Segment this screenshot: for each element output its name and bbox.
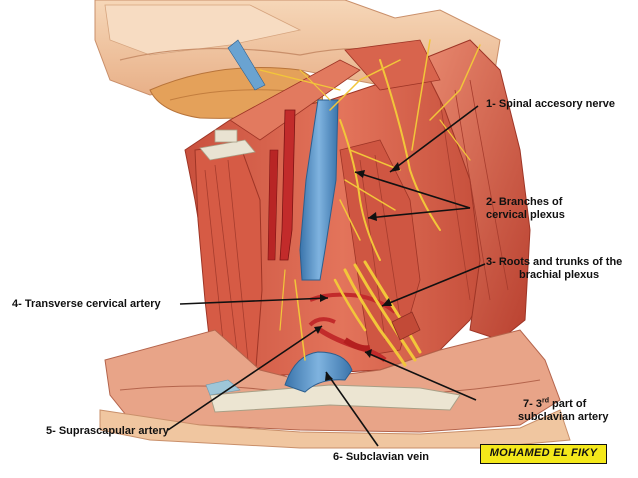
label-cervical-plexus-line2: cervical plexus (486, 209, 565, 221)
label-subclavian-artery-line1: 7- 3rd part of (523, 397, 587, 411)
neck-musculature (184, 39, 531, 391)
hyoid-bone (199, 129, 256, 161)
cut-muscle-stub (391, 311, 421, 341)
label-subclavian-artery-line2: subclavian artery (518, 411, 609, 423)
label-suprascapular-artery: 5- Suprascapular artery (46, 425, 169, 437)
label-transverse-cervical-artery: 4- Transverse cervical artery (12, 298, 161, 310)
label-7-rest: part of (548, 398, 587, 410)
label-brachial-plexus-line1: 3- Roots and trunks of the (486, 256, 623, 268)
label-subclavian-vein: 6- Subclavian vein (333, 451, 429, 463)
nerves (259, 39, 481, 367)
subclavian-vein-shape (284, 351, 353, 393)
author-badge: MOHAMED EL FIKY (480, 444, 607, 464)
internal-jugular-vein (227, 39, 339, 281)
label-spinal-accessory-nerve: 1- Spinal accesory nerve (486, 98, 616, 110)
label-brachial-plexus-line2: brachial plexus (519, 269, 600, 281)
label-7-superscript: rd (541, 397, 549, 405)
arrowheads (314, 162, 400, 381)
label-cervical-plexus-line1: 2- Branches of (486, 196, 563, 208)
label-7-number: 7- 3 (523, 398, 542, 410)
leader-lines (167, 105, 486, 447)
